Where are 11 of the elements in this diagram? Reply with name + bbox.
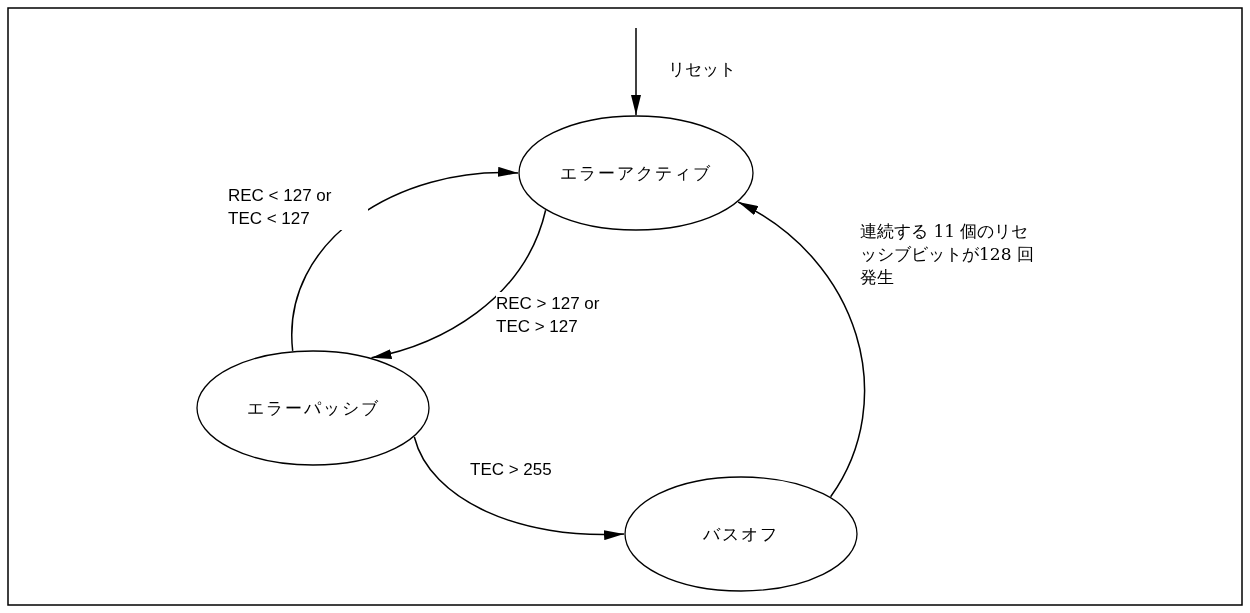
- state-name: エラーパッシブ: [246, 396, 380, 420]
- state-ellipse: [624, 476, 858, 592]
- state-name: エラーアクティブ: [560, 161, 712, 185]
- transition-arrow: [291, 167, 519, 352]
- transition-arrow: [631, 27, 641, 116]
- transition-arrow: [737, 201, 866, 498]
- state-ellipse: [518, 115, 754, 231]
- transition-arrow: [413, 436, 625, 540]
- state-name: バスオフ: [703, 522, 779, 546]
- state-ellipse: [196, 350, 430, 466]
- transition-arrow: [370, 209, 547, 359]
